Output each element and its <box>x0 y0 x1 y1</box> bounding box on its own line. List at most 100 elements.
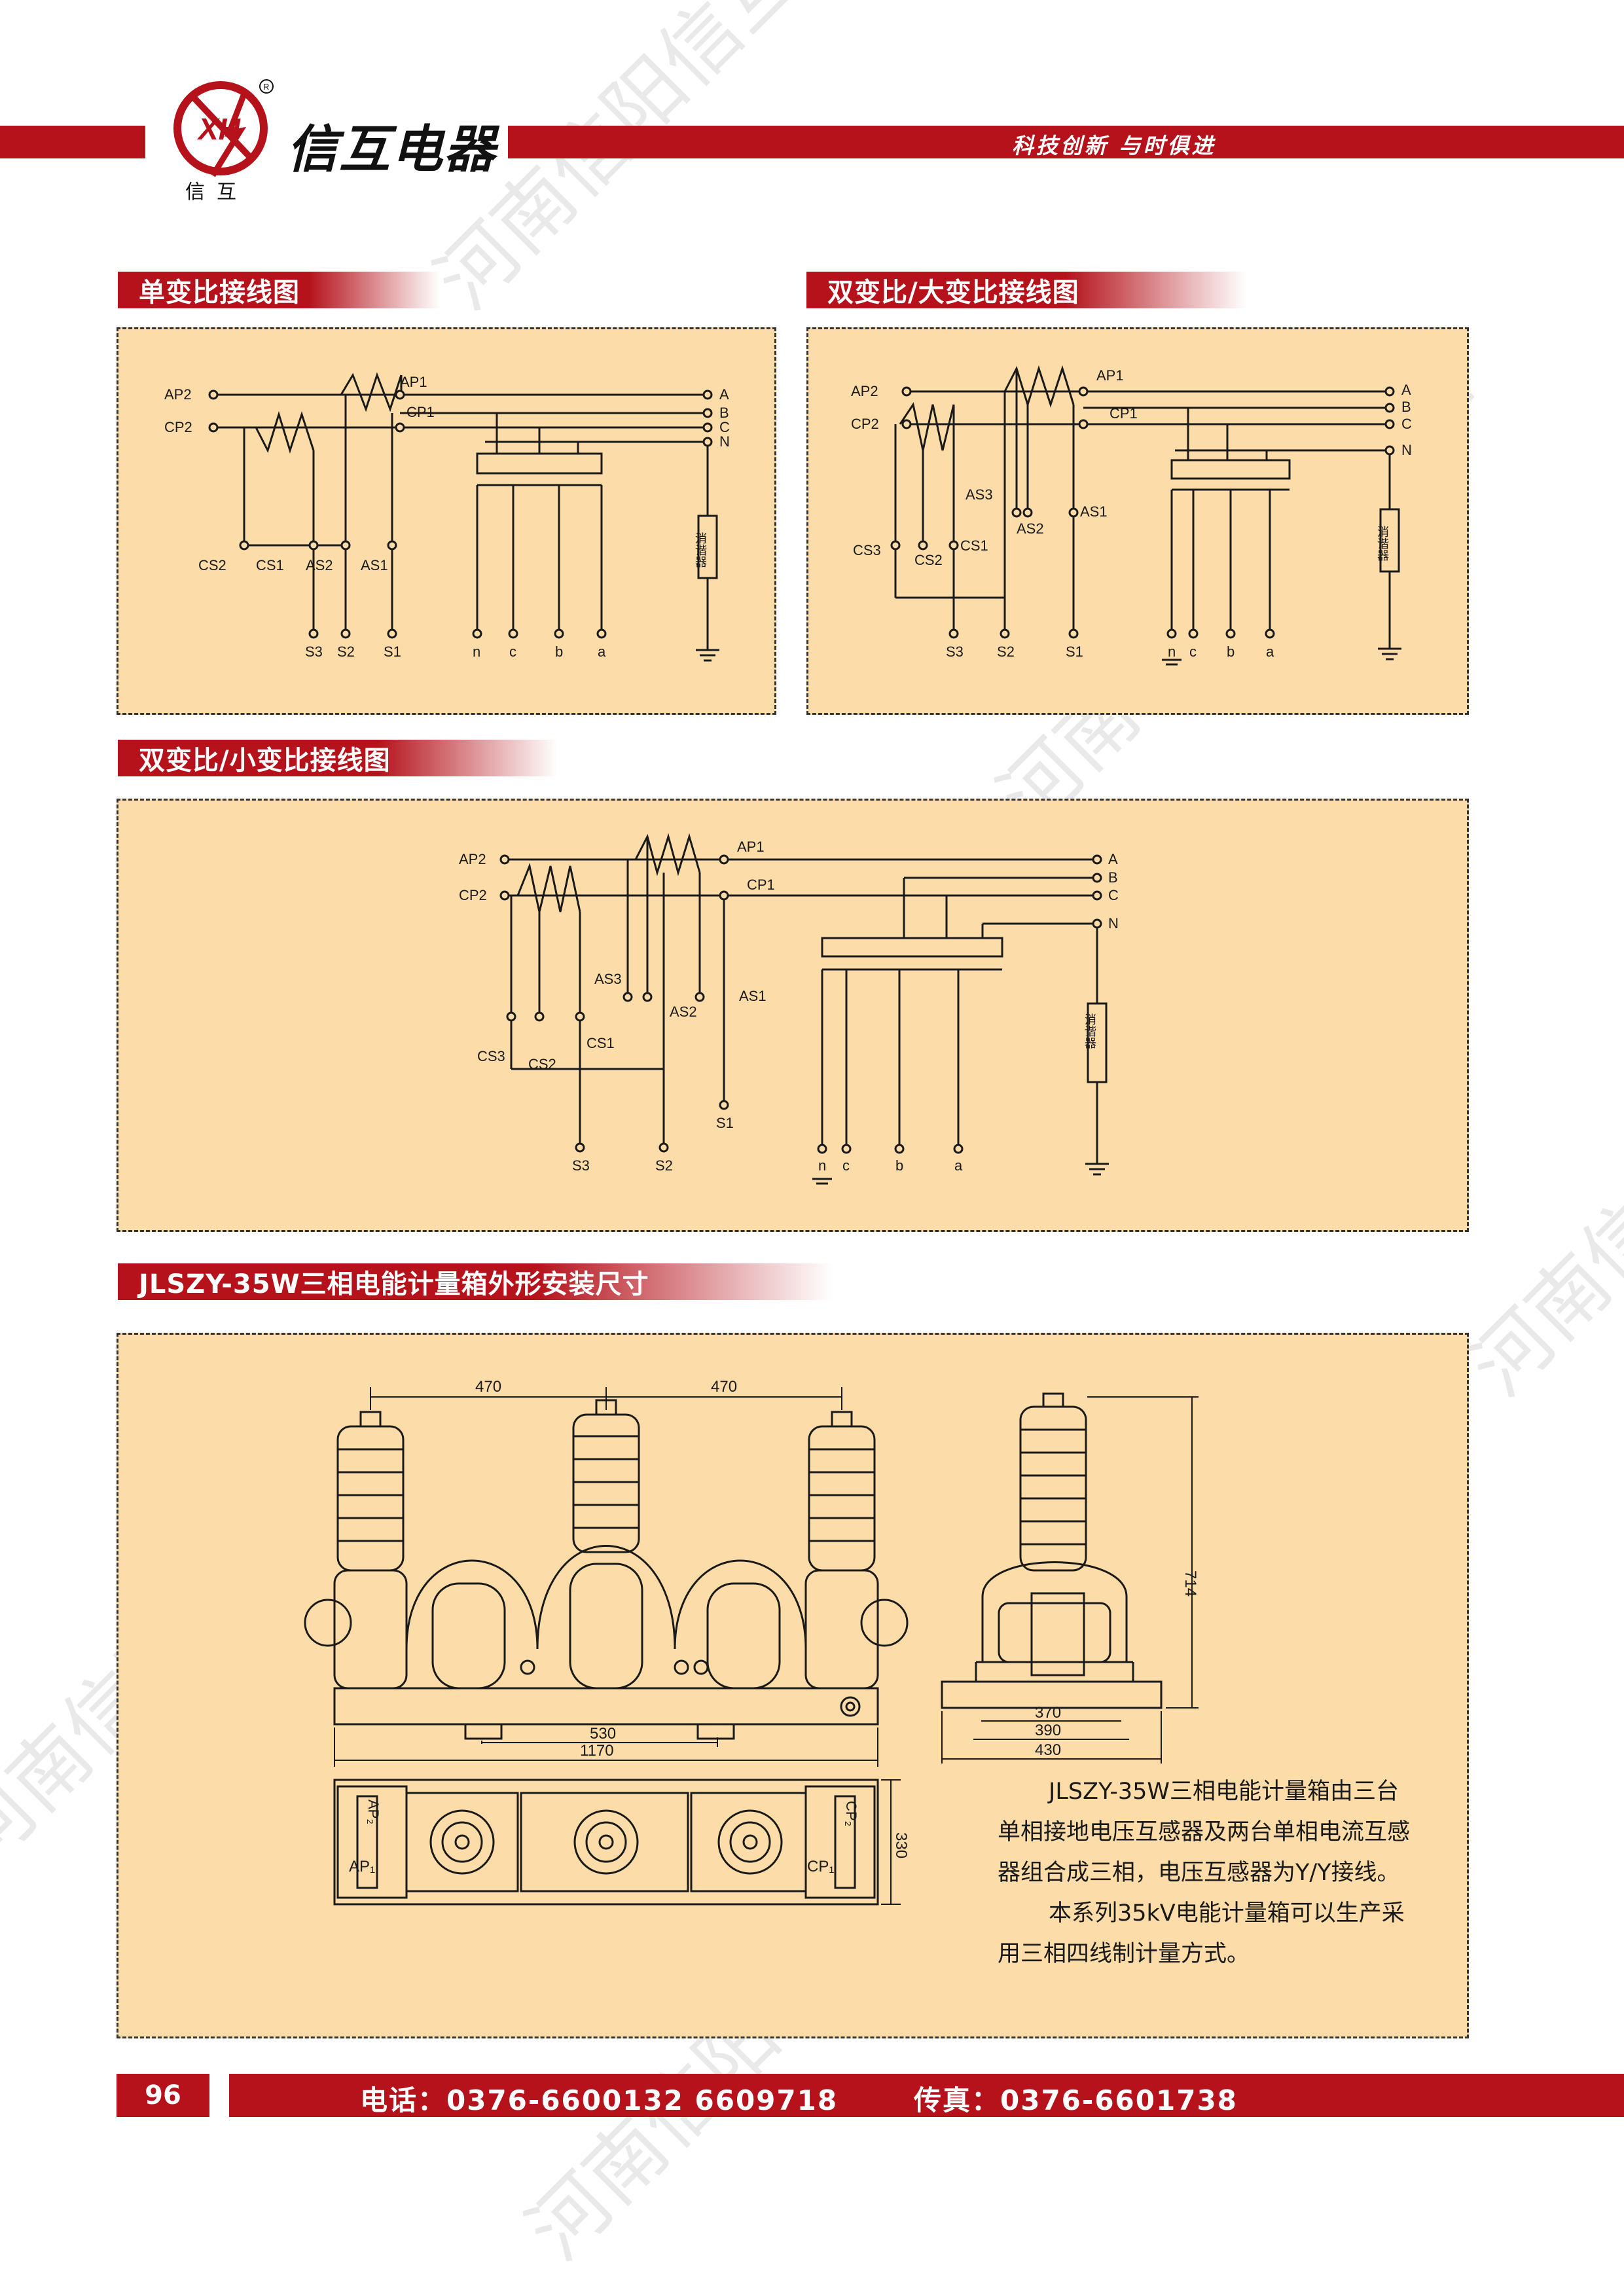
brand-name: 信互电器 <box>287 120 497 179</box>
label-b-lower: b <box>555 643 563 660</box>
label-c: C <box>1401 416 1412 432</box>
label-b: B <box>719 405 729 421</box>
label-ap1: AP1 <box>400 374 427 390</box>
label-cp1: CP1 <box>747 877 775 893</box>
description-paragraph-2: 本系列35kV电能计量箱可以生产采用三相四线制计量方式。 <box>998 1900 1405 1967</box>
label-n: N <box>1108 915 1119 932</box>
label-ap1: AP1 <box>737 839 765 855</box>
label-ap1-terminal: AP₁ <box>349 1858 375 1875</box>
description-paragraph-1: JLSZY-35W三相电能计量箱由三台单相接地电压互感器及两台单相电流互感器组合… <box>998 1779 1411 1886</box>
label-cs3: CS3 <box>853 542 881 558</box>
footer-telephone: 电话：0376-6600132 6609718 <box>360 2084 839 2116</box>
insulator-middle <box>572 1399 640 1553</box>
wiring-diagram-dual-large: AP2 CP2 AP1 CP1 A B C N AS3 AS2 AS1 CS3 … <box>851 365 1412 666</box>
header-bar-right <box>508 126 1624 158</box>
label-as2: AS2 <box>670 1004 697 1020</box>
footer-fax: 传真：0376-6601738 <box>914 2084 1238 2116</box>
label-b: B <box>1401 399 1411 415</box>
logo-sub-text: 信互 <box>185 181 248 204</box>
label-cp2: CP2 <box>851 416 879 432</box>
dim-330: 330 <box>892 1832 910 1858</box>
label-damper: 消谐器 <box>1376 526 1389 561</box>
svg-text:R: R <box>263 82 269 92</box>
label-s1: S1 <box>716 1115 734 1131</box>
label-c: C <box>719 419 730 435</box>
label-a: A <box>719 386 729 403</box>
label-s1: S1 <box>384 643 401 660</box>
label-a-lower: a <box>598 643 606 660</box>
label-ap2: AP2 <box>851 383 878 399</box>
label-cp1: CP1 <box>1110 405 1138 422</box>
label-s2: S2 <box>997 643 1015 660</box>
label-c-lower: c <box>842 1157 850 1174</box>
label-b-lower: b <box>895 1157 903 1174</box>
panel-dual-small: AP2 CP2 AP1 CP1 A B C N AS3 AS2 AS1 CS3 … <box>117 799 1469 1232</box>
label-ap2-terminal: AP₂ <box>365 1800 382 1824</box>
label-s1: S1 <box>1066 643 1083 660</box>
dim-370: 370 <box>1035 1704 1061 1722</box>
dim-714: 714 <box>1182 1570 1199 1597</box>
label-s3: S3 <box>305 643 323 660</box>
section-header-dual-large: 双变比/大变比接线图 <box>806 272 1246 308</box>
label-n-lower: n <box>1168 643 1176 660</box>
label-cs1: CS1 <box>586 1035 615 1051</box>
label-ap1: AP1 <box>1096 367 1124 384</box>
section-header-dual-small: 双变比/小变比接线图 <box>118 740 558 776</box>
label-cp2-terminal: CP₂ <box>843 1801 859 1826</box>
label-s3: S3 <box>946 643 964 660</box>
section-title: JLSZY-35W三相电能计量箱外形安装尺寸 <box>127 1263 833 1300</box>
slogan: 科技创新 与时俱进 <box>1012 133 1216 158</box>
panel-dual-large: AP2 CP2 AP1 CP1 A B C N AS3 AS2 AS1 CS3 … <box>806 327 1469 715</box>
dim-470-left: 470 <box>475 1378 501 1396</box>
insulator-right <box>808 1411 876 1572</box>
label-as3: AS3 <box>594 971 622 987</box>
label-as2: AS2 <box>1017 520 1044 537</box>
label-as1: AS1 <box>739 988 767 1004</box>
section-header-dims: JLSZY-35W三相电能计量箱外形安装尺寸 <box>118 1263 833 1300</box>
label-cs1: CS1 <box>960 537 988 554</box>
dim-530: 530 <box>590 1725 616 1743</box>
dim-470-right: 470 <box>711 1378 737 1396</box>
label-cp2: CP2 <box>164 419 192 435</box>
label-as1: AS1 <box>361 557 388 573</box>
label-s2: S2 <box>655 1157 673 1174</box>
outline-drawing: 470 470 530 1170 370 390 430 714 330 AP₁… <box>304 1378 1199 1906</box>
label-cp2: CP2 <box>459 887 487 903</box>
dim-390: 390 <box>1035 1722 1061 1739</box>
label-b: B <box>1108 869 1118 886</box>
label-b-lower: b <box>1227 643 1235 660</box>
label-cs3: CS3 <box>477 1048 505 1064</box>
label-cp1-terminal: CP₁ <box>807 1858 834 1875</box>
label-as2: AS2 <box>306 557 333 573</box>
label-a-lower: a <box>954 1157 963 1174</box>
label-damper: 消谐器 <box>1083 1013 1096 1049</box>
brand-logo-icon: R XH <box>173 79 274 177</box>
label-damper: 消谐器 <box>694 532 707 568</box>
label-cs1: CS1 <box>256 557 284 573</box>
label-s2: S2 <box>337 643 355 660</box>
label-n-lower: n <box>473 643 480 660</box>
section-title: 双变比/大变比接线图 <box>816 272 1246 308</box>
label-c: C <box>1108 887 1119 903</box>
footer-bar <box>229 2074 1624 2117</box>
label-cs2: CS2 <box>914 552 943 568</box>
label-ap2: AP2 <box>459 851 486 867</box>
header-bar-left <box>0 126 145 158</box>
dim-430: 430 <box>1035 1741 1061 1759</box>
label-a: A <box>1108 851 1118 867</box>
label-n-lower: n <box>818 1157 826 1174</box>
label-ap2: AP2 <box>164 386 192 403</box>
section-title: 单变比接线图 <box>127 272 440 308</box>
insulator-left <box>336 1411 405 1572</box>
label-a-lower: a <box>1266 643 1274 660</box>
panel-dimensions: 470 470 530 1170 370 390 430 714 330 AP₁… <box>117 1333 1469 2038</box>
label-n: N <box>719 433 730 450</box>
label-as3: AS3 <box>965 486 993 503</box>
label-cp1: CP1 <box>406 404 435 420</box>
label-a: A <box>1401 382 1411 398</box>
page-number: 96 <box>117 2074 209 2117</box>
section-title: 双变比/小变比接线图 <box>127 740 558 776</box>
label-c-lower: c <box>509 643 516 660</box>
label-cs2: CS2 <box>198 557 226 573</box>
dim-1170: 1170 <box>580 1742 614 1760</box>
